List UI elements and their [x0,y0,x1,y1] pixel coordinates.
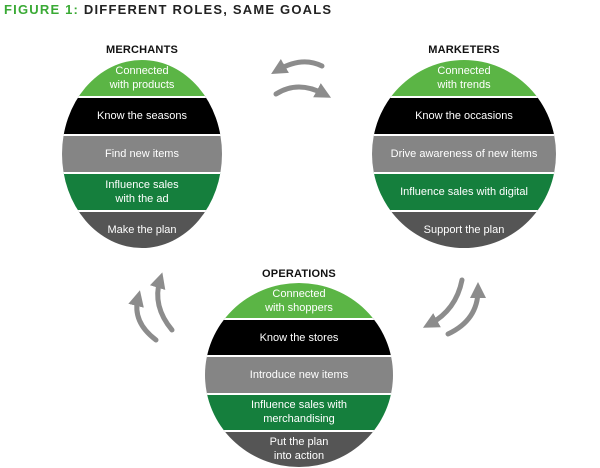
marketers-item: Drive awareness of new items [372,134,556,172]
merchants-item: Find new items [62,134,222,172]
right-cycle-arrows-icon [422,277,486,337]
figure-number: FIGURE 1: [4,2,80,17]
figure-title-text: DIFFERENT ROLES, SAME GOALS [83,2,333,17]
merchants-item: Know the seasons [62,96,222,134]
top-cycle-arrows-icon [271,59,332,98]
merchants-item: Influence sales with the ad [62,172,222,210]
marketers-item: Influence sales with digital [372,172,556,210]
merchants-title: MERCHANTS [105,44,179,56]
operations-item: Introduce new items [205,355,393,393]
operations-item: Know the stores [205,318,393,356]
marketers-title: MARKETERS [428,44,500,56]
figure-title: FIGURE 1: DIFFERENT ROLES, SAME GOALS [4,2,332,17]
operations-title: OPERATIONS [262,268,336,280]
operations-item: Put the plan into action [205,429,393,467]
marketers-item: Know the occasions [372,96,556,134]
left-cycle-arrows-icon [128,272,175,343]
operations-item: Influence sales with merchandising [205,392,393,430]
